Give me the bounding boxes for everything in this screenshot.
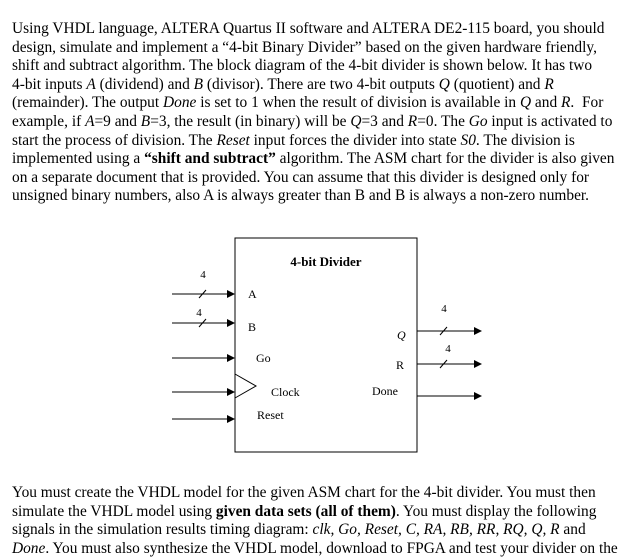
output-q-width: 4 bbox=[441, 303, 447, 315]
text-run: (divisor). There are two 4-bit outputs bbox=[203, 75, 439, 93]
input-a-arrow bbox=[227, 290, 235, 298]
text-run: and bbox=[531, 94, 561, 112]
output-done-arrow bbox=[474, 392, 482, 400]
intro-paragraph: Using VHDL language, ALTERA Quartus II s… bbox=[12, 20, 640, 206]
text-run: algorithm. The ASM chart for the divider… bbox=[275, 150, 615, 168]
text-run: . The division is bbox=[475, 131, 575, 149]
text-run: 4-bit inputs bbox=[12, 75, 87, 93]
text-line: implemented using a “shift and subtract”… bbox=[12, 150, 640, 169]
text-run: =3 and bbox=[361, 112, 408, 130]
input-reset-arrow bbox=[227, 415, 235, 423]
clock-triangle bbox=[234, 373, 258, 399]
input-clock-arrow bbox=[227, 388, 235, 396]
text-line: 4-bit inputs A (dividend) and B (divisor… bbox=[12, 76, 640, 95]
text-line: Done. You must also synthesize the VHDL … bbox=[12, 540, 640, 558]
output-q-arrow bbox=[474, 327, 482, 335]
text-run: Q bbox=[519, 94, 532, 112]
output-q-label: Q bbox=[397, 328, 406, 342]
output-r-bus-slash bbox=[439, 359, 448, 369]
text-line: example, if A=9 and B=3, the result (in … bbox=[12, 113, 640, 132]
instructions-paragraph: You must create the VHDL model for the g… bbox=[12, 484, 640, 558]
text-run: Reset bbox=[216, 131, 250, 149]
text-run: example, if bbox=[12, 112, 86, 130]
text-line: start the process of division. The Reset… bbox=[12, 132, 640, 151]
text-run: S0 bbox=[460, 131, 476, 149]
input-clock-label: Clock bbox=[271, 385, 300, 399]
text-line: on a separate document that is provided.… bbox=[12, 169, 640, 188]
text-run: . You must also synthesize the VHDL mode… bbox=[45, 539, 618, 557]
text-run: clk, Go, Reset, C, RA, RB, RR, RQ, Q, R bbox=[312, 521, 560, 539]
text-run: R bbox=[544, 75, 554, 93]
text-line: (remainder). The output Done is set to 1… bbox=[12, 94, 640, 113]
text-line: unsigned binary numbers, also A is alway… bbox=[12, 187, 640, 206]
text-run: Done bbox=[163, 94, 197, 112]
diagram-title: 4-bit Divider bbox=[290, 254, 361, 269]
text-run: B bbox=[193, 75, 204, 93]
text-line: signals in the simulation results timing… bbox=[12, 521, 640, 540]
text-run: =9 and bbox=[94, 112, 141, 130]
text-run: B bbox=[140, 112, 151, 130]
text-run: You must create the VHDL model for the g… bbox=[12, 484, 596, 501]
text-run: . For bbox=[570, 94, 604, 112]
text-run: Q bbox=[438, 75, 450, 93]
divider-block bbox=[234, 237, 418, 453]
text-run: “shift and subtract” bbox=[144, 150, 276, 168]
input-go-label: Go bbox=[256, 351, 271, 365]
text-run: start the process of division. The bbox=[12, 131, 217, 149]
text-line: Using VHDL language, ALTERA Quartus II s… bbox=[12, 20, 640, 39]
text-run: A bbox=[86, 75, 96, 93]
text-run: Using VHDL language, ALTERA Quartus II s… bbox=[12, 20, 605, 37]
output-q-bus-slash bbox=[439, 326, 448, 336]
text-run: (remainder). The output bbox=[12, 94, 164, 112]
input-b-label: B bbox=[248, 320, 256, 334]
text-run: (dividend) and bbox=[95, 75, 194, 93]
input-a-width: 4 bbox=[200, 269, 206, 281]
text-run: shift and subtract algorithm. The block … bbox=[12, 57, 593, 75]
output-r-width: 4 bbox=[445, 343, 451, 355]
input-go-arrow bbox=[227, 354, 235, 362]
text-run: A bbox=[85, 112, 95, 130]
input-b-width: 4 bbox=[196, 307, 202, 319]
text-run: R bbox=[561, 94, 571, 112]
text-run: simulate the VHDL model using bbox=[12, 502, 216, 520]
text-run: implemented using a bbox=[12, 150, 145, 168]
text-run: Q bbox=[350, 112, 362, 130]
text-run: is set to 1 when the result of division … bbox=[196, 94, 520, 112]
text-run: =0. The bbox=[417, 112, 469, 130]
input-a-bus-slash bbox=[198, 289, 207, 299]
text-line: simulate the VHDL model using given data… bbox=[12, 503, 640, 522]
input-b-bus-slash bbox=[198, 318, 207, 328]
output-r-label: R bbox=[396, 358, 404, 372]
input-reset-label: Reset bbox=[257, 408, 284, 422]
text-run: . You must display the following bbox=[395, 502, 597, 520]
text-run: given data sets (all of them) bbox=[215, 502, 396, 520]
text-run: (quotient) and bbox=[449, 75, 545, 93]
text-run: Done bbox=[12, 539, 46, 557]
output-r-arrow bbox=[474, 360, 482, 368]
text-run: R bbox=[407, 112, 418, 130]
text-run: =3, the result (in binary) will be bbox=[150, 112, 351, 130]
text-run: Go bbox=[468, 112, 488, 130]
text-run: input forces the divider into state bbox=[249, 131, 461, 149]
input-b-arrow bbox=[227, 319, 235, 327]
output-done-label: Done bbox=[372, 384, 398, 398]
text-run: design, simulate and implement a “4-bit … bbox=[12, 38, 597, 56]
text-run: signals in the simulation results timing… bbox=[12, 521, 313, 539]
text-line: design, simulate and implement a “4-bit … bbox=[12, 39, 640, 58]
input-a-label: A bbox=[248, 287, 257, 301]
text-line: You must create the VHDL model for the g… bbox=[12, 484, 640, 503]
text-run: unsigned binary numbers, also A is alway… bbox=[12, 187, 590, 205]
text-line: shift and subtract algorithm. The block … bbox=[12, 57, 640, 76]
text-run: input is activated to bbox=[487, 112, 613, 130]
text-run: on a separate document that is provided.… bbox=[12, 168, 590, 186]
text-run: and bbox=[559, 521, 586, 539]
